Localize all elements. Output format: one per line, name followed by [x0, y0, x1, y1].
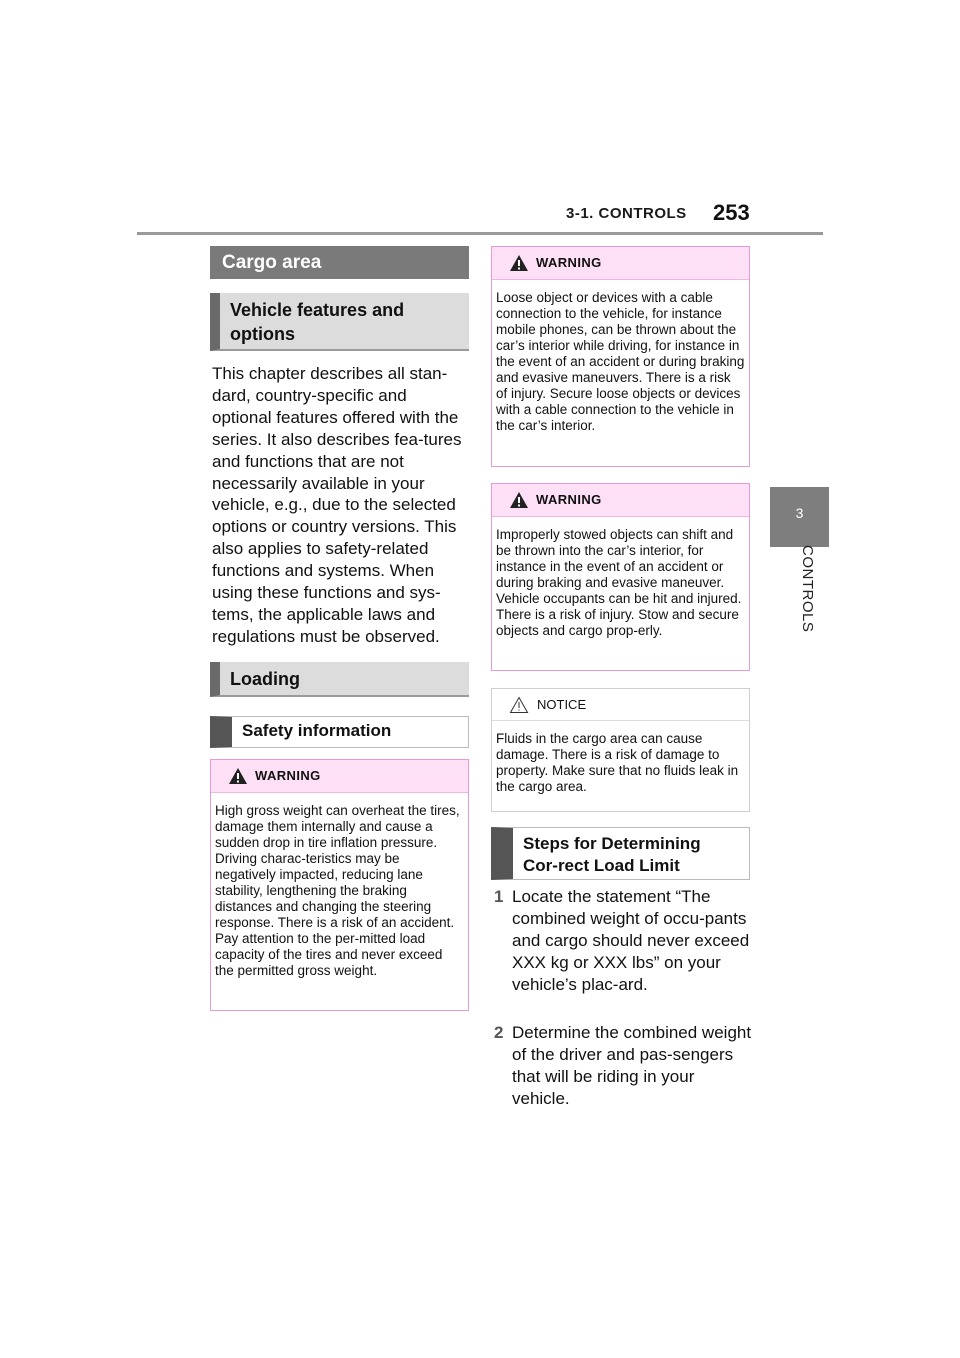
warning-triangle-icon: [510, 255, 528, 271]
warning-text: High gross weight can overheat the tires…: [215, 803, 460, 978]
running-header-section: 3-1. CONTROLS: [566, 205, 687, 222]
notice-box-fluids: NOTICE Fluids in the cargo area can caus…: [491, 688, 750, 812]
warning-box-stowed-objects: WARNING Improperly stowed objects can sh…: [491, 483, 750, 671]
chapter-tab-number: 3: [795, 505, 804, 521]
chapter-tab: [770, 487, 829, 547]
warning-text: Improperly stowed objects can shift and …: [496, 527, 742, 638]
notice-text: Fluids in the cargo area can cause damag…: [496, 731, 739, 794]
warning-triangle-icon: [510, 492, 528, 508]
step-text: Determine the combined weight of the dri…: [512, 1023, 752, 1108]
notice-title: NOTICE: [537, 697, 587, 712]
warning-text: Loose object or devices with a cable con…: [496, 290, 745, 433]
heading-safety-information: Safety information: [210, 716, 469, 748]
notice-header: NOTICE: [492, 689, 749, 721]
notice-triangle-icon: [509, 696, 529, 713]
warning-title: WARNING: [536, 492, 602, 507]
warning-title: WARNING: [536, 255, 602, 270]
heading-loading: Loading: [210, 662, 469, 697]
heading-cargo-area: Cargo area: [210, 246, 469, 279]
warning-header: WARNING: [492, 484, 749, 517]
warning-title: WARNING: [255, 768, 321, 783]
page-number: 253: [713, 200, 750, 225]
step-text: Locate the statement “The combined weigh…: [512, 887, 750, 994]
warning-box-loose-objects: WARNING Loose object or devices with a c…: [491, 246, 750, 467]
warning-header: WARNING: [492, 247, 749, 280]
header-rule: [137, 232, 823, 235]
warning-header: WARNING: [211, 760, 468, 793]
intro-paragraph: This chapter describes all stan-dard, co…: [212, 364, 462, 646]
step-number: 2: [494, 1023, 504, 1042]
chapter-tab-label: CONTROLS: [799, 545, 816, 633]
step-number: 1: [494, 887, 504, 906]
heading-vehicle-features: Vehicle features and options: [210, 293, 469, 351]
heading-steps-load-limit: Steps for Determining Cor-rect Load Limi…: [491, 827, 750, 880]
warning-triangle-icon: [229, 768, 247, 784]
warning-box-gross-weight: WARNING High gross weight can overheat t…: [210, 759, 469, 1011]
